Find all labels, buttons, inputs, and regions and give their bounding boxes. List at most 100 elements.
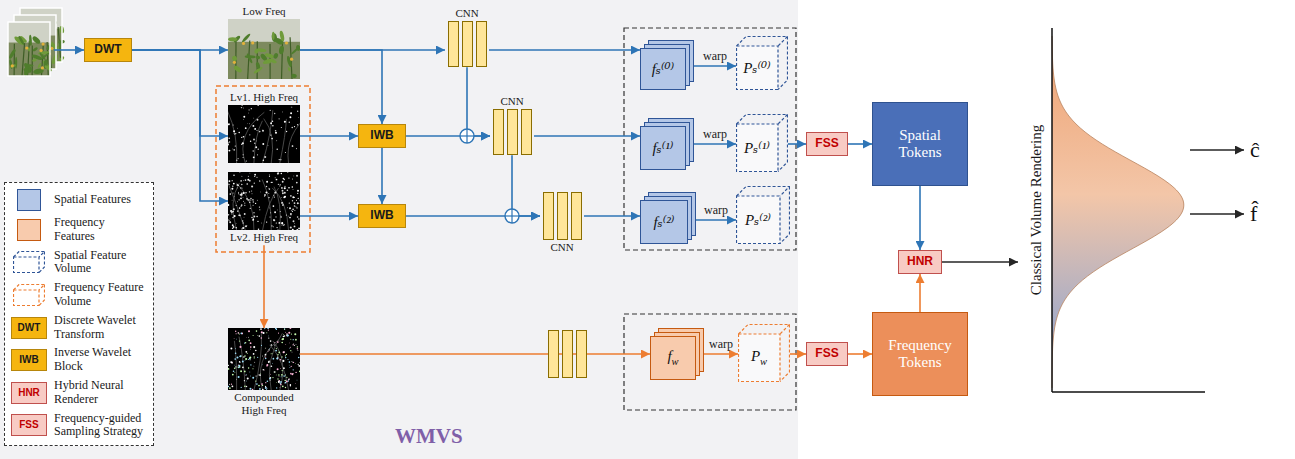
speckle [275, 328, 277, 329]
speckle [231, 384, 232, 385]
connector-arrow [512, 155, 540, 216]
speckle [261, 383, 263, 385]
image-picture [228, 328, 300, 390]
leaf [256, 48, 266, 53]
legend-text: Hybrid Neural Renderer [54, 379, 148, 407]
feature-volume: Pₛ⁽¹⁾ [736, 114, 788, 172]
speckle [297, 190, 299, 192]
speckle [244, 360, 246, 362]
speckle [288, 177, 289, 178]
speckle [296, 229, 298, 230]
speckle [256, 177, 257, 178]
speckle [297, 111, 298, 112]
speckle [266, 364, 268, 366]
edge-label-holder: warp [703, 128, 727, 141]
speckle [275, 216, 276, 217]
plant-stem [58, 27, 61, 62]
speckle [283, 225, 285, 227]
speckle [284, 179, 285, 180]
legend-sample [10, 251, 48, 273]
speckle [238, 367, 239, 368]
speckle [296, 148, 297, 149]
speckle [277, 358, 278, 359]
speckle [279, 340, 281, 342]
speckle [229, 221, 231, 223]
symbol-face: Pw [738, 334, 780, 382]
speckle [296, 175, 298, 177]
speckle [239, 355, 241, 357]
speckle [245, 128, 247, 130]
leaf [13, 35, 25, 46]
speckle [241, 184, 242, 185]
volume-side [39, 284, 45, 305]
speckle [290, 195, 292, 197]
speckle [261, 345, 262, 346]
leaf [8, 48, 16, 59]
speckle [240, 370, 242, 372]
speckle [289, 367, 291, 369]
speckle [248, 339, 250, 341]
legend-swatch: DWT [11, 317, 47, 339]
symbol-face: Pₛ⁽²⁾ [736, 196, 780, 244]
speckle [238, 191, 240, 193]
density-curve [1052, 36, 1184, 388]
legend-row: Spatial Features [10, 189, 148, 211]
speckle [231, 211, 233, 213]
leaf [255, 62, 261, 70]
label-holder: f̂ [1250, 201, 1257, 227]
box-label: FSS [815, 347, 838, 361]
cnn-layer [572, 193, 582, 240]
speckle [242, 366, 244, 368]
speckle [275, 177, 276, 178]
speckle [232, 374, 234, 376]
box-label: IWB [370, 129, 393, 143]
flower [42, 43, 45, 46]
speckle [242, 197, 244, 199]
edge-label-holder: warp [709, 338, 733, 351]
speckle [284, 121, 286, 123]
speckle [250, 208, 251, 209]
speckle [290, 384, 291, 385]
speckle [296, 200, 297, 201]
connector-arrow [848, 143, 872, 145]
cnn-stack: CNN [445, 6, 489, 67]
speckle [289, 378, 290, 379]
speckle [281, 223, 283, 225]
legend-sample [10, 219, 48, 241]
speckle [279, 380, 280, 381]
speckle [291, 366, 292, 367]
speckle [243, 157, 244, 158]
speckle [265, 387, 267, 389]
volume-face [14, 257, 40, 273]
volume-top [739, 325, 790, 335]
speckle [288, 332, 290, 334]
speckle [288, 342, 290, 344]
speckle [245, 192, 246, 193]
feature-stack [650, 328, 704, 380]
speckle [255, 147, 257, 149]
connector-arrow [300, 353, 650, 355]
speckle [271, 365, 273, 367]
connector-arrow [788, 143, 806, 145]
speckle [272, 363, 274, 365]
speckle [292, 189, 294, 191]
leaf [10, 63, 17, 68]
image-picture [228, 172, 300, 230]
speckle [254, 176, 255, 177]
volume-top [737, 187, 790, 197]
speckle [284, 358, 286, 360]
image-thumbnail: Lv1. High Freq [228, 90, 300, 163]
leaf [32, 58, 37, 62]
speckle [268, 173, 270, 175]
speckle [228, 138, 229, 139]
leaf [15, 57, 17, 69]
speckle [283, 336, 285, 338]
leaf [264, 53, 274, 60]
speckle [241, 107, 242, 108]
label-holder: ĉ [1250, 137, 1260, 163]
speckle [241, 333, 243, 335]
speckle [239, 214, 241, 216]
label-holder: WMVS [395, 424, 463, 449]
speckle [292, 145, 294, 147]
speckle [253, 365, 255, 367]
